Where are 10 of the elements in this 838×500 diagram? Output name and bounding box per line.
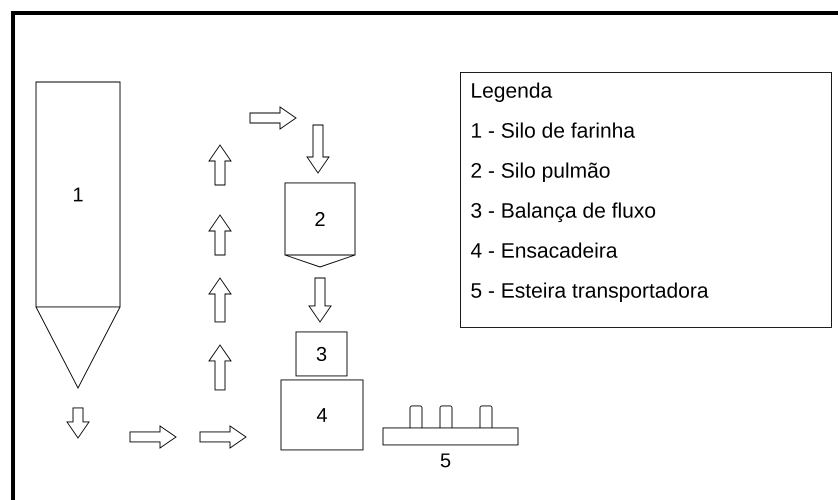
conveyor-drawing: 5 — [382, 406, 518, 468]
equipment-box: 4 — [280, 380, 364, 450]
silo-drawing: 2 — [284, 182, 356, 268]
block-arrow — [306, 124, 330, 174]
block-arrow — [308, 278, 332, 323]
silo-drawing: 1 — [36, 82, 120, 389]
equipment-box: 3 — [296, 332, 348, 376]
legend-box: Legenda 1 - Silo de farinha 2 - Silo pulmão 3 - Balança de fluxo 4 - Ensacadeira 5 - Esteira transportadora — [460, 72, 832, 328]
block-arrow — [66, 408, 90, 439]
node-label: 5 — [440, 453, 450, 468]
